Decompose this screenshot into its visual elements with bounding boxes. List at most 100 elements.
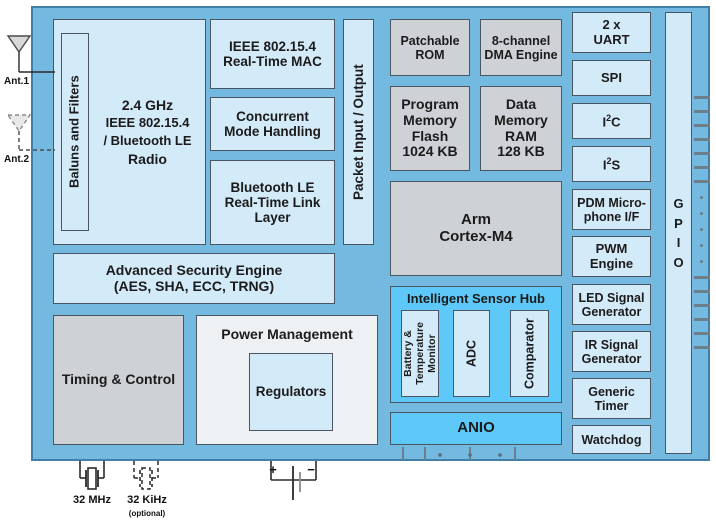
anio-block[interactable]: ANIO: [390, 412, 562, 445]
battery-temperature-monitor-block[interactable]: Battery & Temperature Monitor: [401, 310, 439, 397]
dma-engine-line-1: 8-channel: [491, 33, 551, 48]
generic-timer-block[interactable]: Generic Timer: [572, 378, 651, 419]
gpio-pin: [694, 96, 710, 99]
radio-line-2: IEEE 802.15.4: [105, 115, 190, 131]
gpio-pin-dot: [700, 196, 703, 199]
led-line-2: Generator: [581, 304, 642, 319]
program-memory-line-1: Program: [401, 96, 459, 113]
advanced-security-engine-block[interactable]: Advanced Security Engine (AES, SHA, ECC,…: [53, 253, 335, 304]
pdm-line-1: PDM Micro-: [577, 195, 646, 210]
radio-line-3: / Bluetooth LE: [103, 133, 192, 148]
ble-link-line-1: Bluetooth LE: [230, 179, 315, 195]
gpio-letter-o: O: [673, 254, 684, 270]
gpio-pin: [694, 346, 710, 349]
ir-line-1: IR Signal: [584, 337, 639, 352]
watchdog-block[interactable]: Watchdog: [572, 425, 651, 454]
gpio-pin: [694, 110, 710, 113]
gpio-pin: [694, 152, 710, 155]
comparator-block[interactable]: Comparator: [510, 310, 549, 397]
cpu-line-1: Arm: [460, 210, 491, 228]
program-memory-line-2: Memory: [403, 111, 457, 128]
data-memory-block[interactable]: Data Memory RAM 128 KB: [480, 86, 562, 171]
antenna-1-label: Ant.1: [4, 76, 29, 87]
baluns-and-filters-block[interactable]: Baluns and Filters: [61, 33, 89, 231]
ir-line-2: Generator: [581, 351, 642, 366]
i2s-block[interactable]: I2S: [572, 146, 651, 182]
gpio-pin-dot: [700, 228, 703, 231]
gpio-pin: [694, 166, 710, 169]
antenna-2-label: Ant.2: [4, 154, 29, 165]
gpio-pin-dot: [700, 244, 703, 247]
patchable-rom-line-1: Patchable: [400, 33, 460, 48]
patchable-rom-line-2: ROM: [415, 47, 445, 62]
intelligent-sensor-hub-group[interactable]: Intelligent Sensor Hub Battery & Tempera…: [390, 286, 562, 403]
ble-link-line-2: Real-Time Link: [224, 194, 321, 210]
gpio-pin: [694, 332, 710, 335]
ieee-mac-line-1: IEEE 802.15.4: [228, 38, 317, 54]
i2s-label: I2S: [602, 155, 621, 172]
program-memory-block[interactable]: Program Memory Flash 1024 KB: [390, 86, 470, 171]
cpu-line-2: Cortex-M4: [439, 227, 513, 245]
gpio-pin: [694, 318, 710, 321]
data-memory-line-1: Data: [505, 96, 537, 113]
adc-block[interactable]: ADC: [453, 310, 490, 397]
gpio-pin: [694, 304, 710, 307]
led-signal-generator-block[interactable]: LED Signal Generator: [572, 284, 651, 325]
radio-block[interactable]: 2.4 GHz IEEE 802.15.4 / Bluetooth LE Rad…: [94, 20, 201, 244]
security-line-1: Advanced Security Engine: [105, 261, 283, 278]
uart-line-2: UART: [593, 31, 630, 47]
uart-block[interactable]: 2 x UART: [572, 12, 651, 53]
concurrent-mode-block[interactable]: Concurrent Mode Handling: [210, 97, 335, 151]
data-memory-line-4: 128 KB: [497, 143, 545, 160]
gpio-pin: [694, 290, 710, 293]
ieee-mac-block[interactable]: IEEE 802.15.4 Real-Time MAC: [210, 19, 335, 89]
uart-line-1: 2 x: [602, 16, 621, 32]
generic-timer-line-2: Timer: [594, 398, 629, 413]
timing-and-control-block[interactable]: Timing & Control: [53, 315, 184, 445]
radio-line-4: Radio: [128, 150, 167, 167]
regulators-block[interactable]: Regulators: [249, 353, 333, 431]
generic-timer-line-1: Generic: [588, 384, 635, 399]
xtal-32mhz-icon: [79, 461, 105, 490]
packet-input-output-block[interactable]: Packet Input / Output: [343, 19, 374, 245]
patchable-rom-block[interactable]: Patchable ROM: [390, 19, 470, 76]
gpio-pin: [694, 180, 710, 183]
xtal-32kihz-label: 32 KiHz: [127, 494, 167, 506]
ieee-mac-line-2: Real-Time MAC: [223, 54, 322, 69]
bt-monitor-line-1: Battery &: [401, 330, 414, 377]
spi-block[interactable]: SPI: [572, 60, 651, 96]
battery-minus-label: −: [307, 462, 315, 477]
gpio-pin-dot: [700, 212, 703, 215]
pwm-line-1: PWM: [595, 240, 628, 256]
gpio-pin: [694, 276, 710, 279]
i2c-block[interactable]: I2C: [572, 103, 651, 139]
ir-signal-generator-block[interactable]: IR Signal Generator: [572, 331, 651, 372]
gpio-letter-i: I: [676, 235, 681, 250]
xtal-32kihz-optional-note: (optional): [128, 509, 166, 518]
cpu-block[interactable]: Arm Cortex-M4: [390, 181, 562, 276]
gpio-letter-g: G: [673, 196, 684, 211]
xtal-32kihz-icon: [133, 461, 159, 490]
pwm-engine-block[interactable]: PWM Engine: [572, 236, 651, 277]
gpio-pin: [694, 124, 710, 127]
ble-link-line-3: Layer: [254, 210, 291, 226]
gpio-block[interactable]: G P I O: [665, 12, 692, 454]
power-management-group[interactable]: Power Management Regulators: [196, 315, 378, 445]
power-management-title: Power Management: [221, 326, 353, 342]
program-memory-line-4: 1024 KB: [402, 143, 458, 160]
dma-engine-block[interactable]: 8-channel DMA Engine: [480, 19, 562, 76]
radio-group: Baluns and Filters 2.4 GHz IEEE 802.15.4…: [53, 19, 206, 245]
concurrent-mode-line-2: Mode Handling: [224, 124, 321, 139]
bt-monitor-line-3: Monitor: [426, 334, 439, 373]
sensor-hub-title: Intelligent Sensor Hub: [407, 291, 545, 306]
led-line-1: LED Signal: [578, 290, 645, 305]
pdm-line-2: phone I/F: [583, 209, 640, 224]
radio-line-1: 2.4 GHz: [121, 96, 174, 113]
pdm-microphone-block[interactable]: PDM Micro- phone I/F: [572, 189, 651, 230]
ble-link-layer-block[interactable]: Bluetooth LE Real-Time Link Layer: [210, 160, 335, 245]
i2c-label: I2C: [602, 112, 621, 129]
concurrent-mode-line-1: Concurrent: [236, 108, 309, 124]
gpio-pin-dot: [700, 260, 703, 263]
data-memory-line-3: RAM: [505, 127, 537, 144]
